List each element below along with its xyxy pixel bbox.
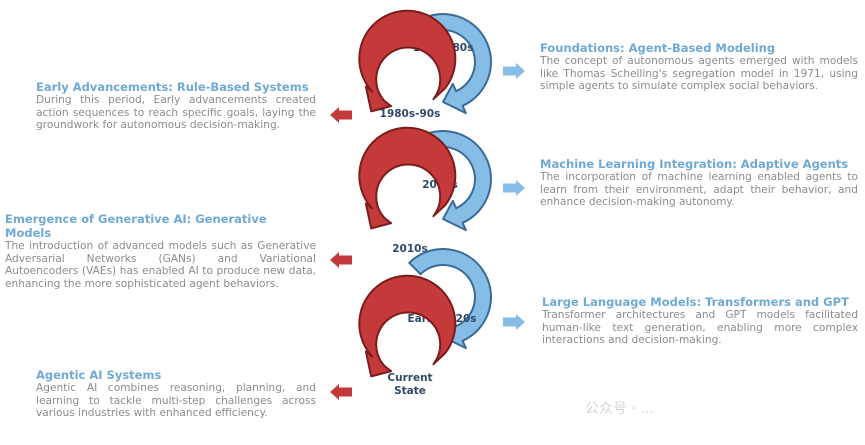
watermark: 公众号 · ...: [585, 401, 654, 417]
era-ring-4: [408, 248, 492, 350]
block-desc: Transformer architectures and GPT models…: [542, 309, 858, 346]
pointer-arrow-icon: [330, 384, 352, 400]
block-desc: During this period, Early advancements c…: [36, 94, 316, 131]
block-desc: The concept of autonomous agents emerged…: [540, 55, 858, 92]
block-early-advancements: Early Advancements: Rule-Based Systems D…: [36, 80, 316, 132]
pointer-arrow-icon: [503, 314, 525, 330]
block-title: Early Advancements: Rule-Based Systems: [36, 80, 309, 94]
block-desc: Agentic AI combines reasoning, planning,…: [36, 382, 316, 419]
block-machine-learning: Machine Learning Integration: Adaptive A…: [540, 157, 858, 209]
era-ring-5: [358, 274, 457, 378]
block-title: Machine Learning Integration: Adaptive A…: [540, 157, 849, 171]
block-llm: Large Language Models: Transformers and …: [542, 295, 858, 347]
pointer-arrow-icon: [330, 107, 352, 123]
era-ring-2: [408, 130, 492, 232]
block-foundations: Foundations: Agent-Based Modeling The co…: [540, 41, 858, 93]
era-ring-0: [408, 13, 492, 115]
block-desc: The introduction of advanced models such…: [5, 240, 316, 290]
pointer-arrow-icon: [503, 180, 525, 196]
block-title: Foundations: Agent-Based Modeling: [540, 41, 776, 55]
block-title: Large Language Models: Transformers and …: [542, 295, 849, 309]
pointer-arrow-icon: [330, 252, 352, 268]
block-title: Agentic AI Systems: [36, 368, 162, 382]
era-ring-3: [358, 126, 457, 230]
era-label: 2010s: [392, 243, 427, 255]
block-desc: The incorporation of machine learning en…: [540, 171, 858, 208]
pointer-arrow-icon: [503, 63, 525, 79]
block-generative-ai: Emergence of Generative AI: Generative M…: [5, 212, 316, 290]
era-ring-1: [358, 9, 457, 113]
era-label: 1980s-90s: [380, 108, 441, 120]
block-agentic-ai: Agentic AI Systems Agentic AI combines r…: [36, 368, 316, 420]
block-title: Emergence of Generative AI: Generative M…: [5, 212, 267, 240]
